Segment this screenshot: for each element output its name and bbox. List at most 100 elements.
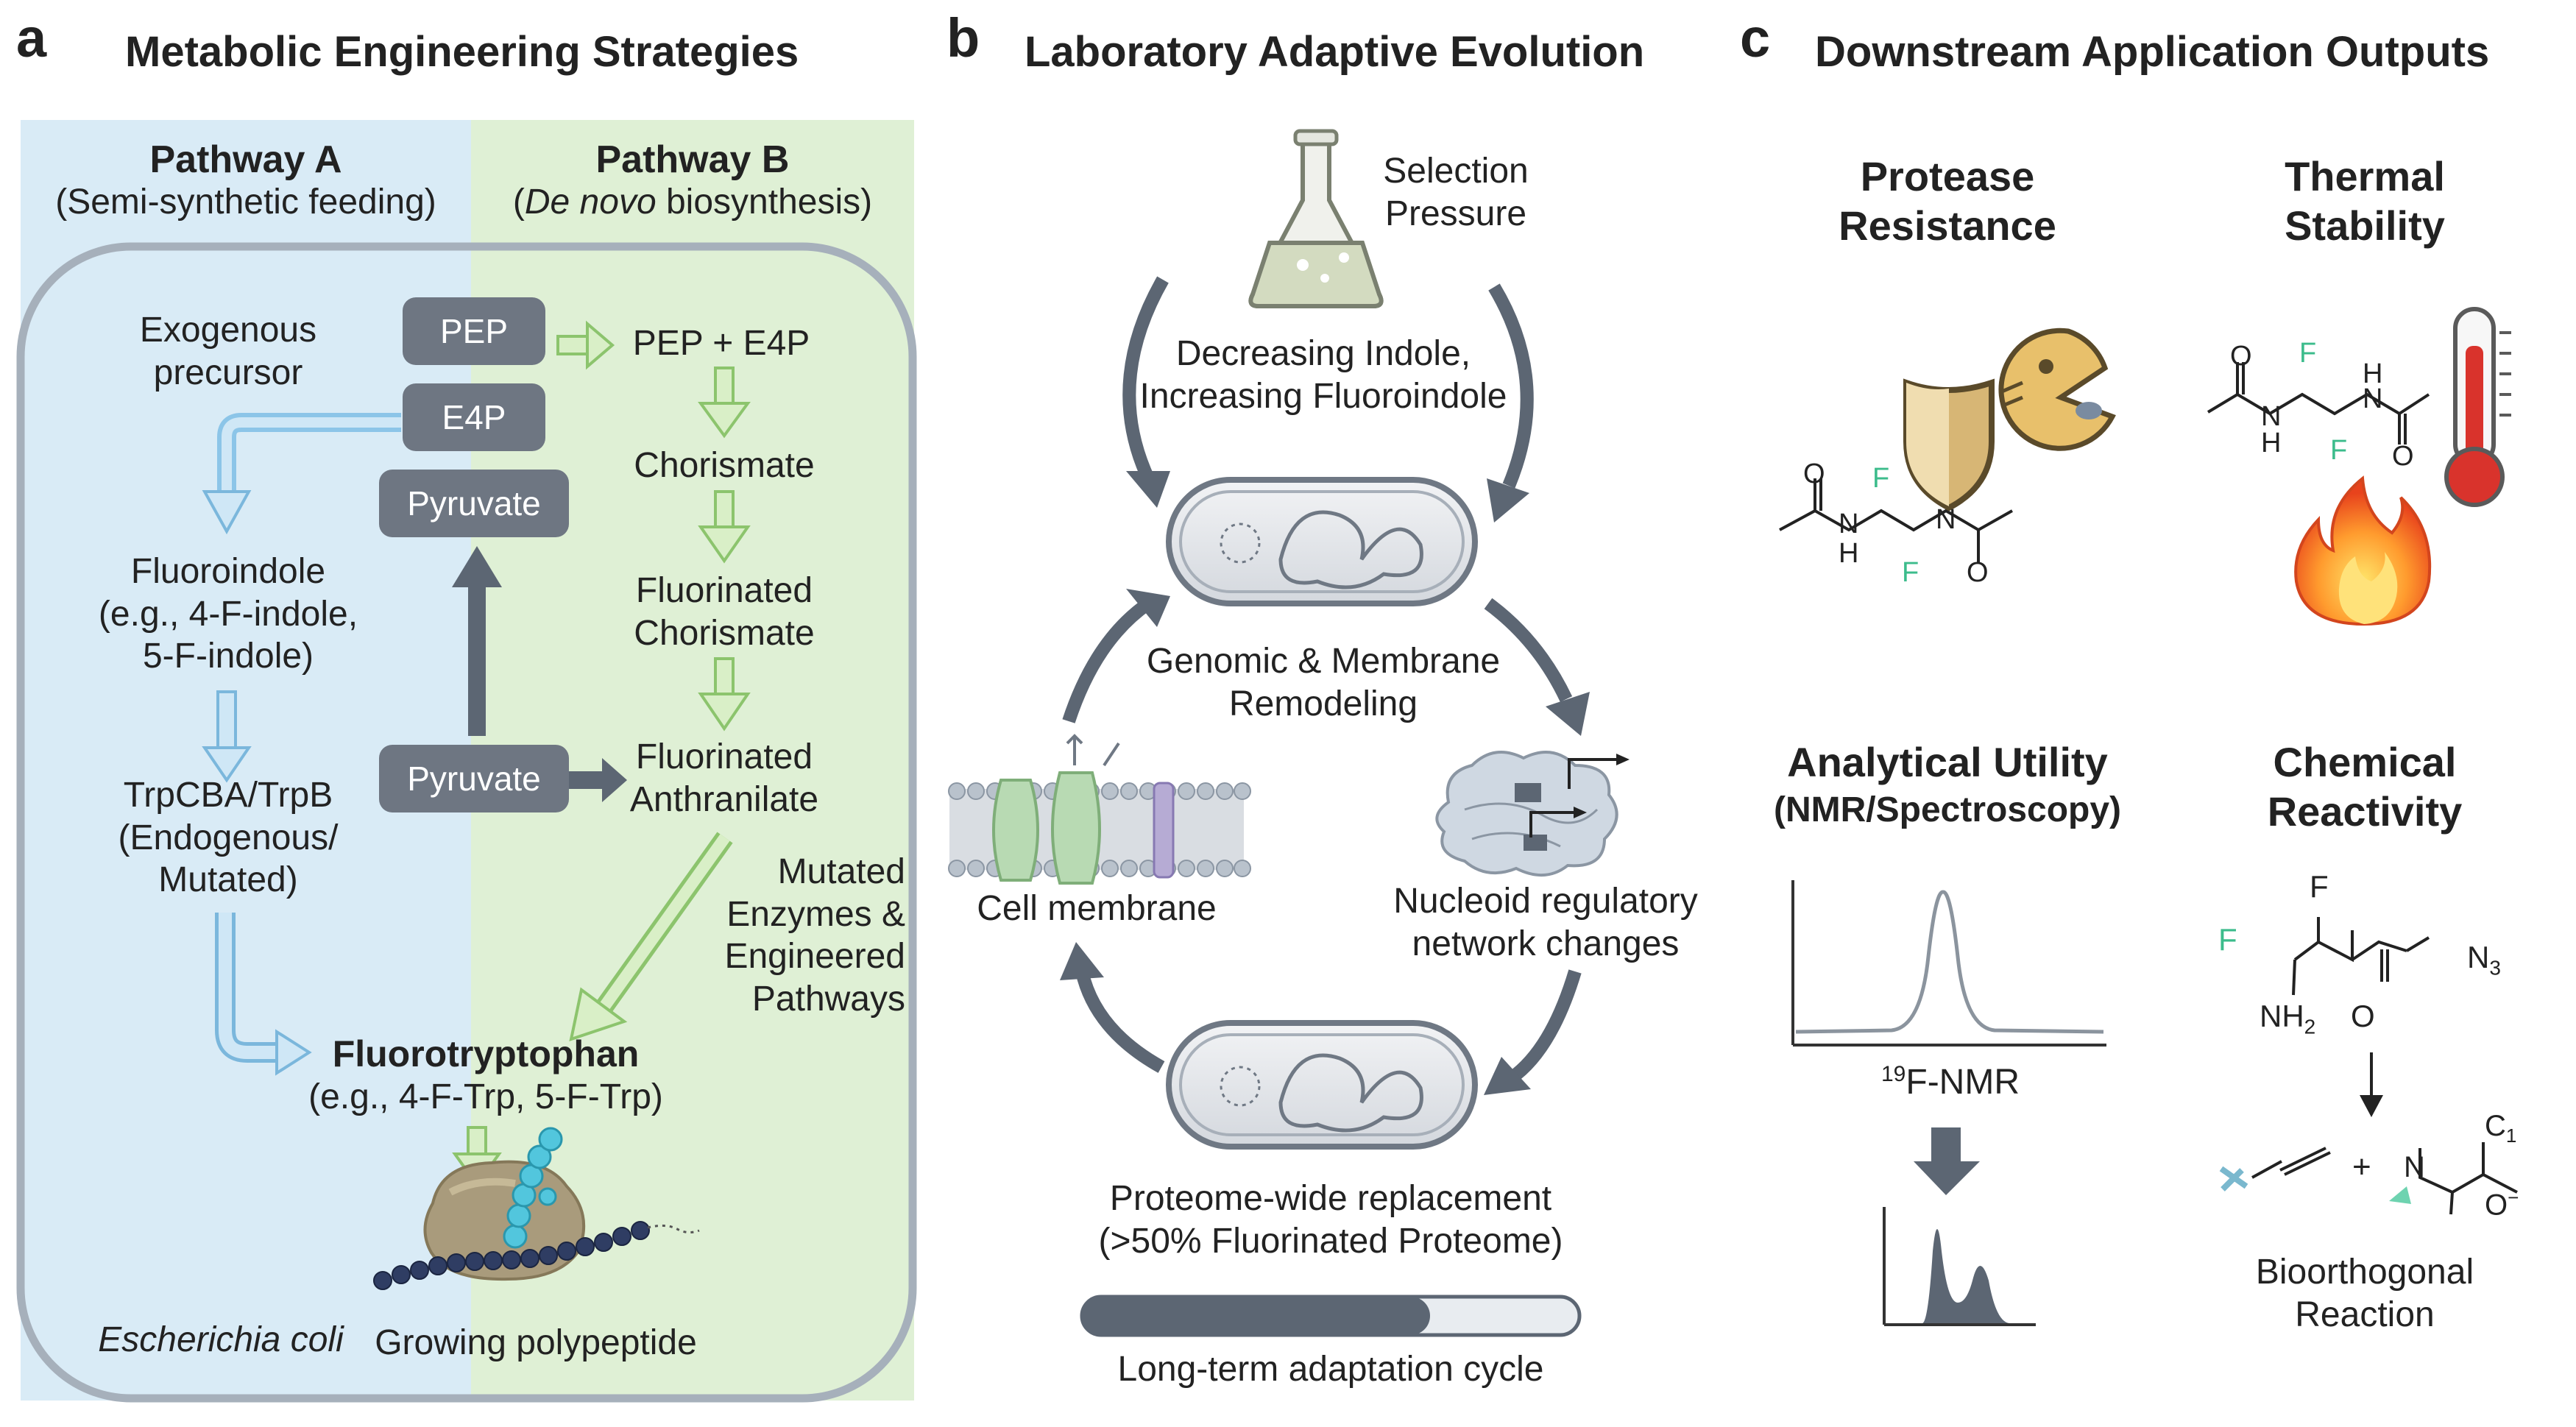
n3-text: N: [2467, 940, 2490, 974]
n3-subscript: 3: [2489, 956, 2501, 980]
cycle-arrows: [1060, 276, 1590, 1095]
atom-h-1: H: [1839, 538, 1859, 569]
atom-c1: C1: [2485, 1108, 2516, 1147]
nh2-text: NH: [2260, 999, 2304, 1033]
atom-o-1: O: [1803, 458, 1825, 489]
decreasing-indole-label: Decreasing Indole,Increasing Fluoroindol…: [1103, 333, 1544, 417]
adaptation-progress-bar: [1080, 1295, 1582, 1337]
fluoroindole-label: Fluoroindole(e.g., 4-F-indole,5-F-indole…: [52, 550, 405, 678]
proteome-replacement-label: Proteome-wide replacement(>50% Fluorinat…: [1051, 1178, 1610, 1262]
bioorthogonal-line-2: Reaction: [2295, 1295, 2435, 1334]
pathway-a-name: Pathway A: [149, 138, 342, 181]
mutated-enzymes-line-1: Mutated: [777, 852, 905, 891]
chorismate-label: Chorismate: [634, 446, 815, 485]
exogenous-line-2: precursor: [153, 353, 303, 392]
analytical-subtitle: (NMR/Spectroscopy): [1773, 790, 2122, 829]
fluorotryptophan-examples: (e.g., 4-F-Trp, 5-F-Trp): [308, 1077, 663, 1116]
panel-letter-c: c: [1740, 7, 1771, 68]
nucleoid-line-1: Nucleoid regulatory: [1393, 882, 1698, 921]
growing-polypeptide-label: Growing polypeptide: [375, 1323, 697, 1362]
thermal-title-line-2: Stability: [2285, 202, 2445, 249]
chip-pyruvate-bottom: Pyruvate: [379, 745, 569, 812]
atom-o-minus: O−: [2485, 1186, 2519, 1222]
atom-h-3: H: [2261, 428, 2282, 458]
organism-label: Escherichia coli: [98, 1320, 344, 1359]
atom-n3: N3: [2467, 939, 2501, 980]
panel-b-title: Laboratory Adaptive Evolution: [1025, 28, 1645, 76]
protease-title-line-2: Resistance: [1839, 202, 2056, 249]
chip-pyruvate-top: Pyruvate: [379, 470, 569, 537]
selection-line-1: Selection: [1383, 152, 1529, 191]
chemical-title-line-1: Chemical: [2273, 739, 2457, 785]
c1-subscript: 1: [2505, 1125, 2517, 1147]
atom-f-5: F: [2310, 869, 2329, 904]
cell-membrane-label: Cell membrane: [977, 889, 1217, 928]
mutated-enzymes-line-3: Engineered: [724, 937, 905, 977]
protease-pacman-icon: [1998, 327, 2116, 451]
flame-icon: [2294, 475, 2432, 626]
atom-n-5: N: [2404, 1151, 2425, 1183]
ominus-superscript: −: [2508, 1186, 2519, 1208]
atom-n-1: N: [1839, 509, 1859, 539]
nmr-spectrum-plot: [1791, 880, 2106, 1326]
genomic-line-2: Remodeling: [1228, 684, 1418, 723]
fluorinated-chorismate-line-1: Fluorinated: [635, 571, 813, 610]
panel-c-title: Downstream Application Outputs: [1815, 28, 2490, 76]
pathway-b-subtitle-italic: De novo: [524, 183, 657, 222]
cell-membrane-illustration: [948, 734, 1251, 885]
proteome-line-2: (>50% Fluorinated Proteome): [1098, 1221, 1563, 1261]
pathway-b-subtitle-rest: biosynthesis): [656, 183, 873, 222]
decreasing-line-1: Decreasing Indole,: [1175, 334, 1471, 373]
protease-title-line-1: Protease: [1860, 153, 2035, 199]
fluorinated-residues: [503, 1127, 563, 1249]
pathway-b-name: Pathway B: [595, 138, 790, 181]
atom-n-4: N: [2363, 383, 2383, 414]
atom-o-5: O: [2351, 999, 2375, 1033]
atom-n-2: N: [1936, 504, 1956, 535]
pep-e4p-label: PEP + E4P: [632, 324, 810, 363]
slate-arrows-a: [452, 546, 627, 802]
atom-f-6: F: [2218, 922, 2237, 957]
adaptation-cycle-label: Long-term adaptation cycle: [1117, 1350, 1544, 1389]
ribosome-illustration: [373, 1127, 700, 1290]
fluoroindole-line-3: 5-F-indole): [142, 637, 314, 676]
bacterium-top: [1166, 477, 1478, 606]
pathway-a-subtitle: (Semi-synthetic feeding): [55, 183, 436, 222]
proteome-line-1: Proteome-wide replacement: [1109, 1179, 1552, 1218]
atom-o-4: O: [2392, 441, 2414, 472]
chemical-structure: [2292, 917, 2430, 1097]
bacterium-bottom: [1166, 1020, 1478, 1150]
atom-n-3: N: [2261, 401, 2282, 432]
trp-synthase-label: TrpCBA/TrpB(Endogenous/Mutated): [52, 774, 405, 902]
plus-sign: +: [2352, 1149, 2371, 1185]
thermal-title-line-1: Thermal: [2285, 153, 2445, 199]
atom-o-3: O: [2230, 341, 2252, 372]
bioorthogonal-line-1: Bioorthogonal: [2255, 1253, 2474, 1292]
pathway-b-subtitle: (De novo biosynthesis): [471, 181, 914, 224]
nh2-subscript: 2: [2304, 1015, 2316, 1038]
decreasing-line-2: Increasing Fluoroindole: [1139, 376, 1507, 416]
fluoroindole-line-2: (e.g., 4-F-indole,: [98, 594, 358, 634]
fluorotryptophan-label: Fluorotryptophan: [332, 1033, 640, 1074]
atom-f-3: F: [2299, 338, 2317, 369]
selection-line-2: Pressure: [1384, 194, 1527, 233]
nucleoid-illustration: [1435, 751, 1630, 877]
chip-e4p: E4P: [403, 383, 545, 451]
chemical-title-line-2: Reactivity: [2267, 788, 2463, 835]
trp-synthase-line-1: TrpCBA/TrpB: [123, 776, 333, 815]
atom-o-2: O: [1967, 557, 1989, 588]
polypeptide-chain: [373, 1221, 650, 1290]
pathway-a-arrows: [202, 413, 401, 1076]
flask-icon: [1248, 129, 1384, 308]
